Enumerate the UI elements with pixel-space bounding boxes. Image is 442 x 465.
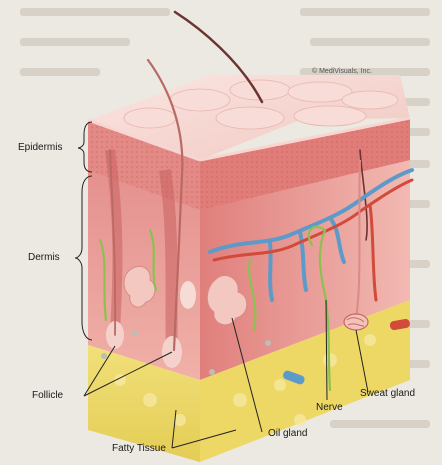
label-sweat-gland: Sweat gland xyxy=(360,388,415,400)
label-epidermis: Epidermis xyxy=(18,142,62,154)
label-oil-gland: Oil gland xyxy=(268,428,307,440)
copyright-credit: © MediVisuals, Inc. xyxy=(312,68,372,75)
label-fatty-tissue: Fatty Tissue xyxy=(112,443,166,455)
label-dermis: Dermis xyxy=(28,252,60,264)
label-nerve: Nerve xyxy=(316,402,343,414)
label-follicle: Follicle xyxy=(32,390,63,402)
